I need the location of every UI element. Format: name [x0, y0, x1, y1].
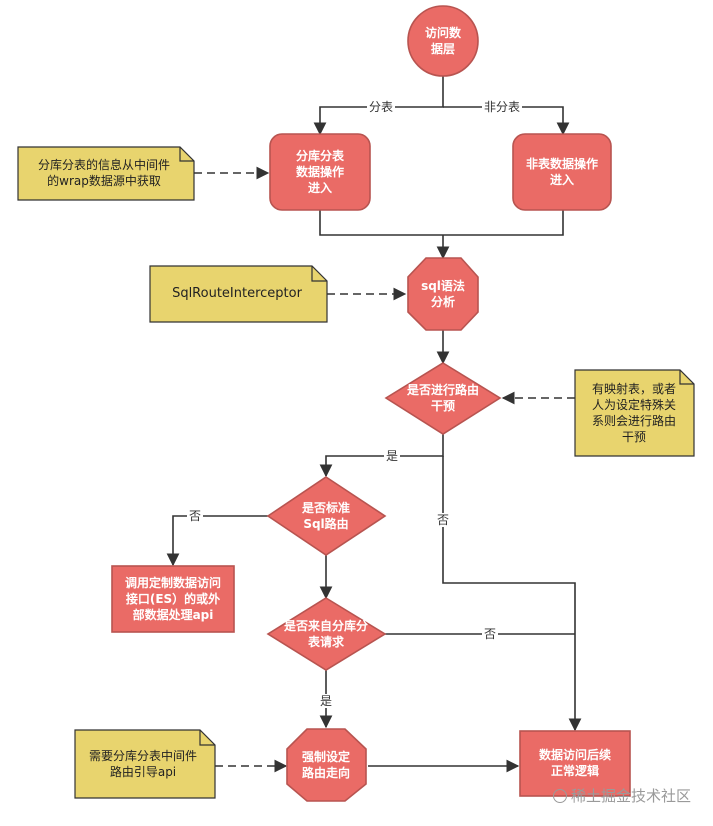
note-interceptor: SqlRouteInterceptor [172, 286, 302, 301]
shape-normal-logic [519, 730, 631, 797]
edge-label-intervene-yes: 是 [383, 449, 401, 463]
shape-sql-parse [407, 257, 479, 331]
node-route-intervene: 是否进行路由 干预 [406, 383, 480, 413]
watermark-text: 稀土掘金技术社区 [570, 787, 691, 805]
shape-from-shard-request [266, 597, 387, 671]
node-access-data-layer: 访问数 据层 [424, 26, 462, 56]
shape-force-route [286, 728, 367, 802]
edge-intervene-no [442, 456, 582, 732]
node-from-shard-request: 是否来自分库分 表请求 [283, 619, 369, 649]
dashed-connectors [194, 166, 575, 773]
note-middleware: 需要分库分表中间件 路由引导api [88, 749, 198, 779]
node-normal-logic: 数据访问后续 正常逻辑 [538, 748, 612, 778]
node-custom-api: 调用定制数据访问 接口(ES）的或外 部数据处理api [124, 576, 222, 622]
note-shape-interceptor [149, 265, 328, 323]
watermark-logo-icon [552, 789, 567, 803]
edge-label-fromshard-yes: 是 [317, 694, 335, 708]
note-shape-middleware [74, 729, 216, 799]
watermark: 稀土掘金技术社区 [552, 785, 691, 806]
note-shapes [17, 146, 695, 799]
note-mapping: 有映射表，或者 人为设定特殊关 系则会进行路由 干预 [591, 382, 677, 444]
edge-standard-no [166, 515, 268, 567]
edge-label-non-shard: 非分表 [481, 100, 523, 114]
shape-route-intervene [384, 362, 502, 435]
edge-label-fromshard-no: 否 [481, 627, 499, 641]
note-shape-mapping [574, 369, 695, 457]
node-shapes [111, 5, 631, 802]
note-wrap-source: 分库分表的信息从中间件 的wrap数据源中获取 [37, 158, 171, 188]
shape-access-data-layer [407, 5, 479, 77]
note-shape-wrap [17, 146, 195, 201]
node-sql-parse: sql语法 分析 [421, 279, 465, 309]
node-standard-sql-route: 是否标准 Sql路由 [301, 501, 351, 531]
node-force-route: 强制设定 路由走向 [301, 750, 351, 780]
node-shard-ops: 分库分表 数据操作 进入 [295, 149, 345, 195]
edge-shard-to-merge [319, 210, 564, 236]
shape-non-shard-ops [512, 133, 612, 211]
shape-custom-api [111, 565, 235, 633]
note-folds [179, 147, 694, 746]
node-non-shard-ops: 非表数据操作 进入 [525, 157, 599, 187]
shape-standard-sql-route [266, 476, 387, 556]
shape-shard-ops [269, 133, 371, 211]
edge-label-standard-no: 否 [186, 509, 204, 523]
edge-label-intervene-no: 否 [434, 513, 452, 527]
edge-label-shard: 分表 [366, 100, 396, 114]
